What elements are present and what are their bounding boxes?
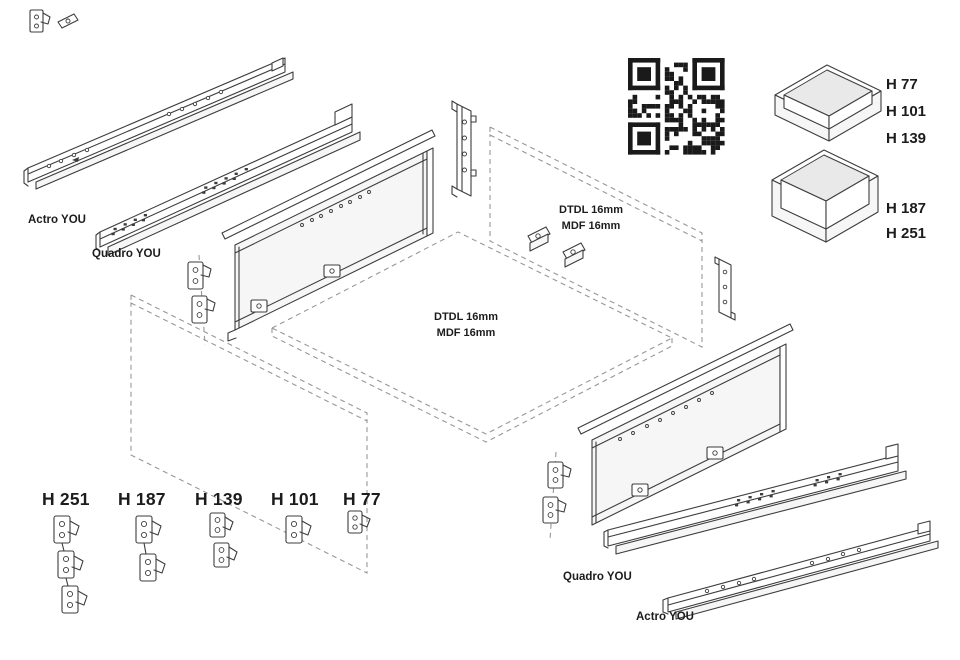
- quadro-runner-bottom-label: Quadro YOU: [563, 571, 632, 583]
- back-panel-material-label: DTDL 16mm MDF 16mm: [548, 202, 634, 234]
- bottom-panel-material-line1: DTDL 16mm: [434, 311, 498, 323]
- bracket-height-h101-label: H 101: [271, 489, 319, 509]
- quadro-runner-top-illustration: [95, 103, 361, 256]
- bracket-height-h139-label: H 139: [195, 489, 243, 509]
- box-height-h139-label: H 139: [886, 130, 927, 147]
- quadro-runner-bottom-illustration: [603, 443, 907, 555]
- coupling-clips-illustration: [527, 226, 586, 268]
- back-panel-dashed-outline: [489, 126, 703, 348]
- front-bracket-h77-illustration: [347, 510, 371, 534]
- bracket-height-h77-label: H 77: [343, 489, 381, 509]
- quadro-runner-top-label: Quadro YOU: [92, 248, 161, 260]
- qr-code: [628, 58, 725, 155]
- bracket-height-h251-label: H 251: [42, 489, 90, 509]
- bottom-panel-material-line2: MDF 16mm: [436, 327, 496, 339]
- corner-fittings-illustration: [29, 9, 79, 33]
- drawer-side-profile-right-illustration: [577, 323, 794, 526]
- rear-bracket-pair-illustration: [542, 451, 572, 541]
- drawer-base-dashed-outline: [270, 231, 674, 443]
- back-panel-connector-illustration: [451, 100, 477, 198]
- back-panel-connector-right-illustration: [714, 256, 736, 321]
- actro-runner-top-illustration: [23, 57, 294, 190]
- actro-runner-bottom-label: Actro YOU: [636, 611, 694, 623]
- box-height-h251-label: H 251: [886, 225, 927, 242]
- front-bracket-h101-illustration: [285, 515, 312, 544]
- drawer-side-profile-left-illustration: [221, 129, 436, 342]
- drawer-box-shallow-illustration: [774, 64, 882, 142]
- front-panel-dashed-outline: [130, 294, 368, 574]
- front-bracket-h187-illustration: [135, 515, 166, 582]
- actro-runner-bottom-illustration: [662, 520, 939, 620]
- box-height-h187-label: H 187: [886, 200, 927, 217]
- back-panel-material-line2: MDF 16mm: [561, 220, 621, 232]
- back-panel-material-line1: DTDL 16mm: [559, 204, 623, 216]
- bottom-panel-material-label: DTDL 16mm MDF 16mm: [420, 309, 512, 341]
- front-bracket-h251-illustration: [53, 515, 88, 614]
- actro-runner-top-label: Actro YOU: [28, 214, 86, 226]
- bracket-height-h187-label: H 187: [118, 489, 166, 509]
- box-height-h101-label: H 101: [886, 103, 927, 120]
- front-bracket-h139-illustration: [209, 512, 238, 568]
- drawer-box-deep-illustration: [771, 149, 879, 243]
- box-height-h77-label: H 77: [886, 76, 918, 93]
- front-bracket-pair-illustration: [187, 254, 216, 346]
